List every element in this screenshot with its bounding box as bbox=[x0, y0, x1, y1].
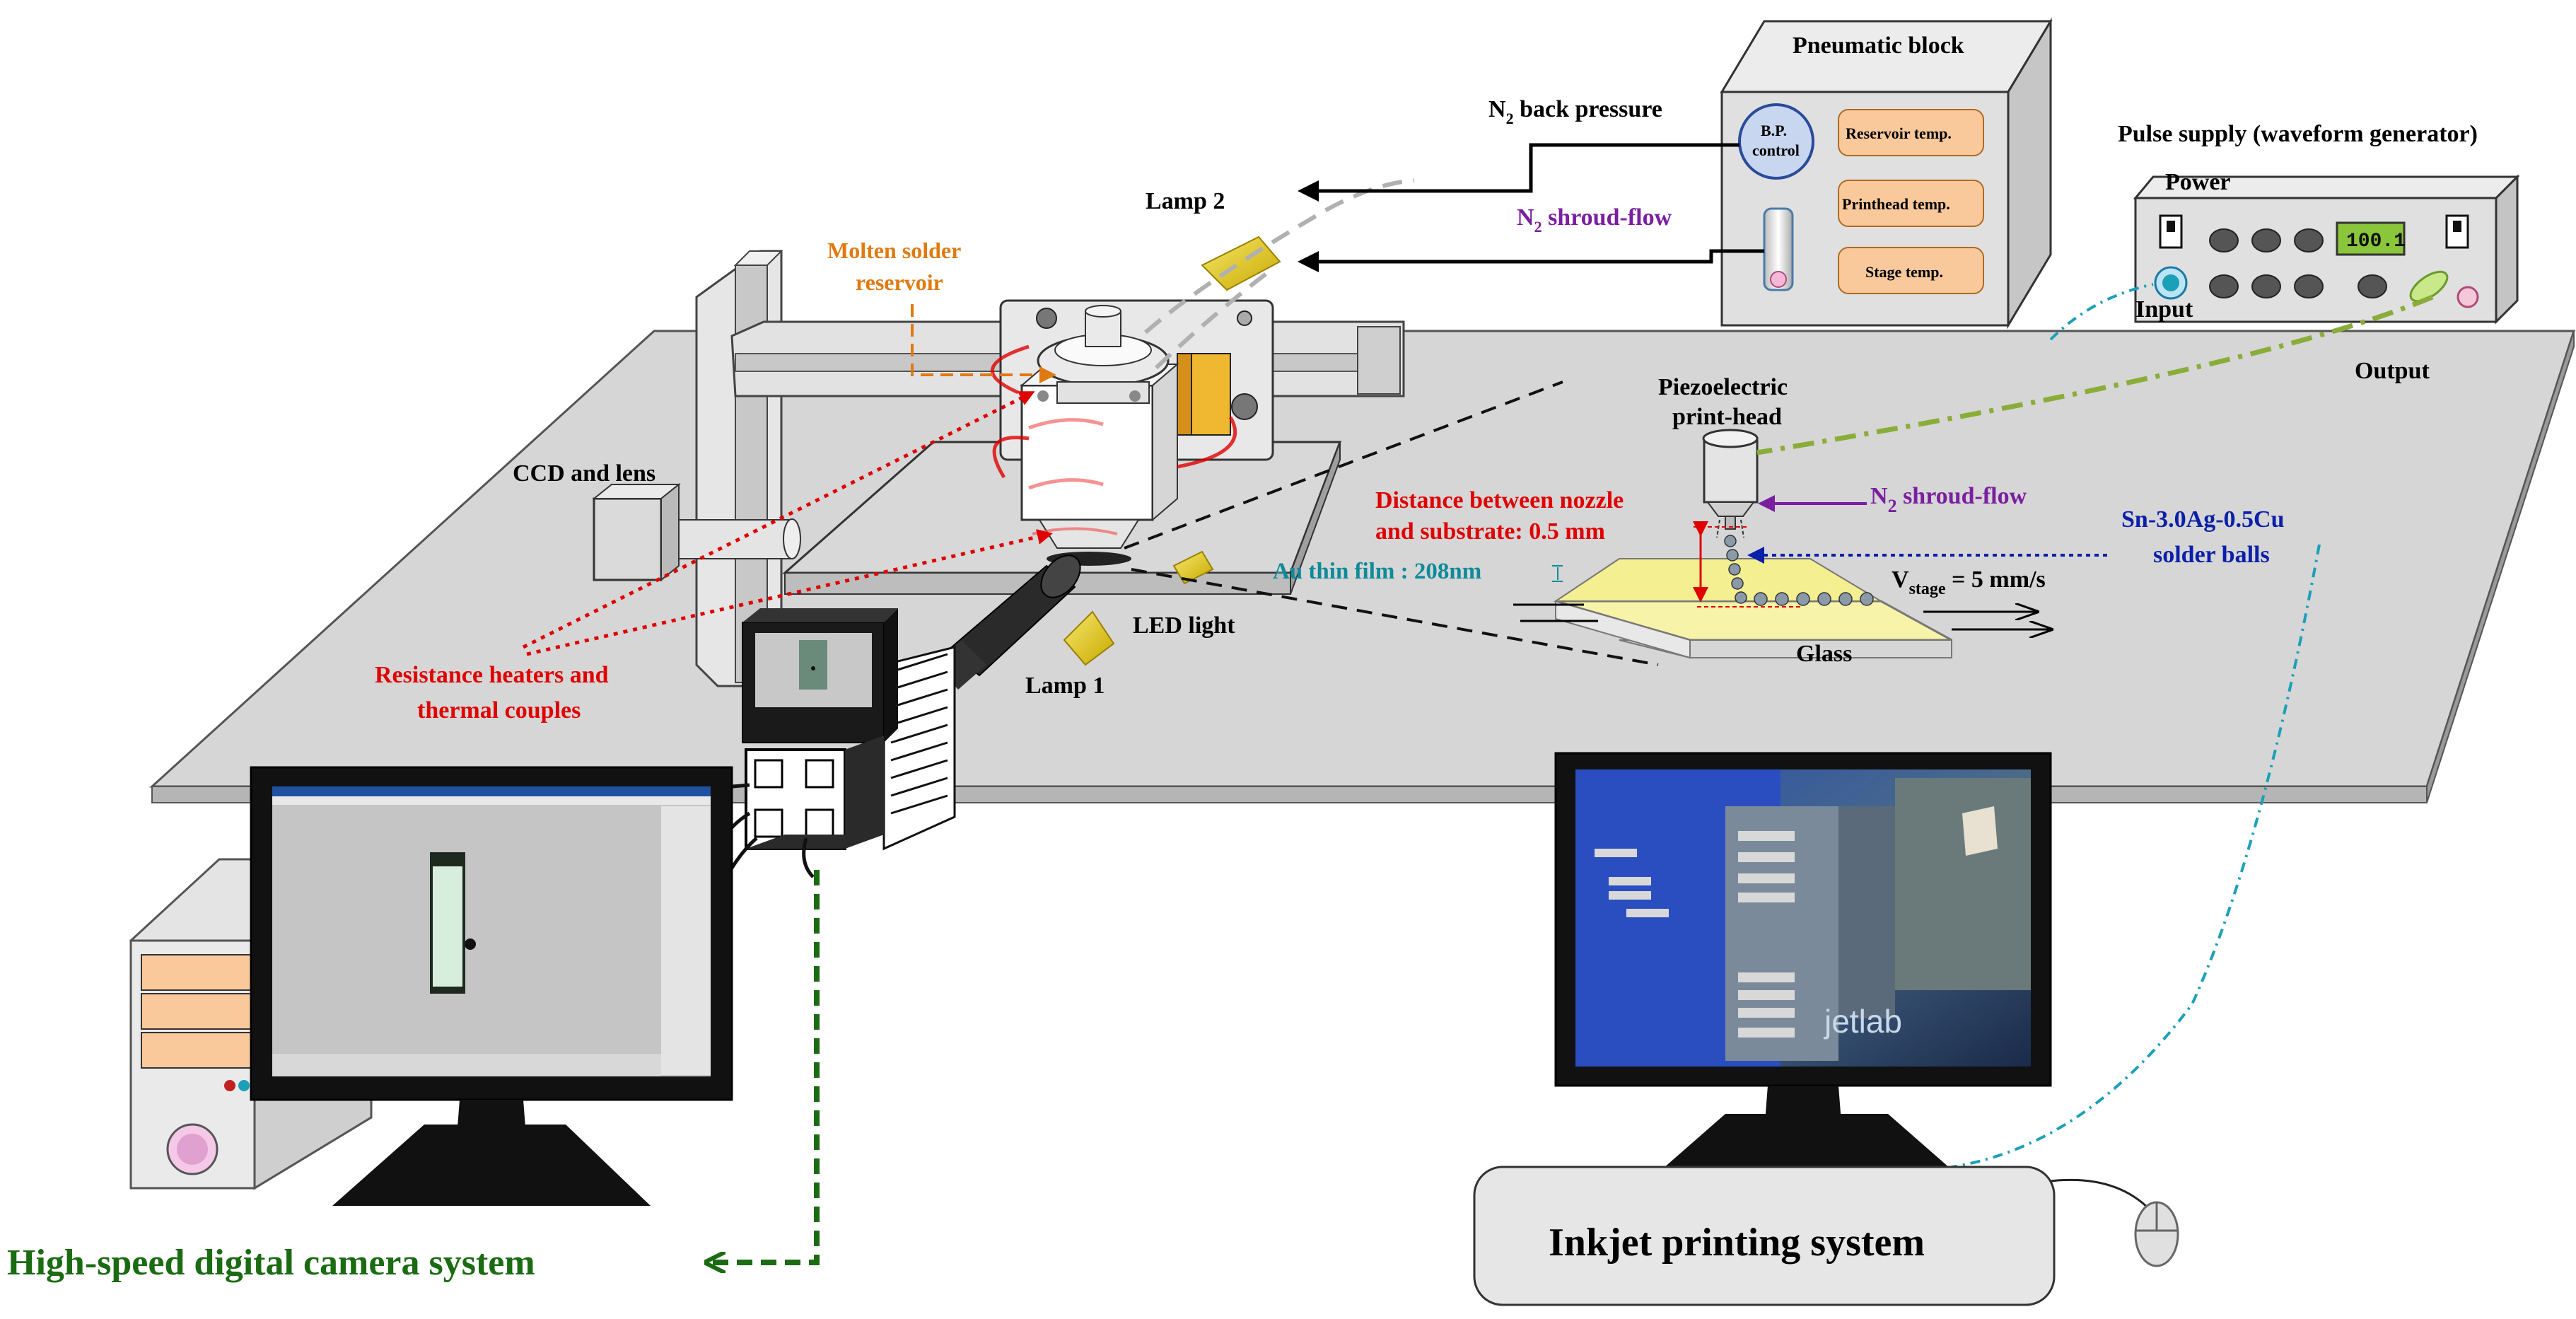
solder-balls-label: Sn-3.0Ag-0.5Cu bbox=[2121, 506, 2284, 533]
output-label: Output bbox=[2355, 358, 2430, 384]
heater-pointer-lines bbox=[522, 390, 1053, 656]
molten-solder-leader bbox=[911, 304, 1056, 383]
vstage-label: Vstage = 5 mm/s bbox=[1892, 566, 2046, 598]
printhead-temp-label: Printhead temp. bbox=[1842, 195, 1950, 213]
bp-control-label-2: control bbox=[1752, 141, 1800, 159]
lamp2-label: Lamp 2 bbox=[1146, 188, 1225, 214]
glass-label: Glass bbox=[1796, 641, 1852, 667]
inkjet-monitor bbox=[1554, 752, 2052, 1188]
pneumatic-block bbox=[1720, 17, 2053, 330]
svg-text:N2 shroud-flow: N2 shroud-flow bbox=[1517, 204, 1672, 236]
printhead-assembly bbox=[990, 299, 1274, 566]
reservoir-temp-label: Reservoir temp. bbox=[1846, 124, 1952, 142]
pulse-supply-label: Pulse supply (waveform generator) bbox=[2118, 121, 2478, 147]
mouse-icon bbox=[2134, 1201, 2179, 1267]
solder-balls-label-2: solder balls bbox=[2153, 542, 2270, 568]
power-label: Power bbox=[2165, 169, 2231, 195]
heaters-label-2: thermal couples bbox=[417, 697, 581, 724]
piezo-label: Piezoelectric bbox=[1658, 374, 1788, 400]
heaters-label: Resistance heaters and bbox=[375, 662, 609, 688]
molten-solder-label-2: reservoir bbox=[856, 269, 943, 295]
camera-system-pointer bbox=[707, 870, 820, 1262]
high-speed-camera-label: High-speed digital camera system bbox=[7, 1243, 535, 1283]
bp-control-label: B.P. bbox=[1761, 122, 1787, 139]
distance-label-2: and substrate: 0.5 mm bbox=[1375, 518, 1605, 545]
signal-line-output bbox=[1756, 294, 2434, 455]
lamp-2 bbox=[1144, 178, 1415, 370]
inkjet-base bbox=[1473, 1166, 2151, 1306]
display-value: 100.1 bbox=[2346, 231, 2406, 252]
inkjet-system-label: Inkjet printing system bbox=[1549, 1221, 1925, 1265]
pulse-supply bbox=[2133, 174, 2520, 325]
led-light-label: LED light bbox=[1133, 612, 1235, 639]
input-label: Input bbox=[2135, 296, 2193, 323]
stage-temp-label: Stage temp. bbox=[1865, 263, 1943, 281]
molten-solder-label: Molten solder bbox=[827, 238, 961, 263]
glass-substrate bbox=[1513, 558, 2051, 659]
svg-text:Vstage = 5 mm/s: Vstage = 5 mm/s bbox=[1892, 566, 2046, 598]
svg-text:N2 shroud-flow: N2 shroud-flow bbox=[1870, 483, 2027, 516]
lamp-1 bbox=[1063, 610, 1115, 666]
pneumatic-block-label: Pneumatic block bbox=[1793, 33, 1964, 59]
signal-line-input bbox=[1951, 283, 2321, 1168]
piezo-printhead-detail bbox=[1552, 429, 1874, 608]
pneumatic-arrows bbox=[1315, 143, 1764, 264]
n2-back-pressure-label: N2 back pressure bbox=[1488, 96, 1662, 127]
arrowhead-shroud bbox=[1298, 251, 1319, 272]
au-film-label: Au thin film : 208nm bbox=[1273, 559, 1481, 584]
dashed-zoom-lines bbox=[1124, 380, 1659, 666]
camera-monitor bbox=[250, 766, 733, 1206]
led-light bbox=[1172, 550, 1214, 585]
piezo-label-2: print-head bbox=[1672, 404, 1782, 430]
ccd-camera-left bbox=[592, 482, 801, 582]
arrowhead-back-pressure bbox=[1298, 180, 1319, 202]
jetlab-logo-text: jetlab bbox=[1823, 1003, 1902, 1040]
n2-shroud-flow-top-label: N2 shroud-flow bbox=[1517, 204, 1672, 236]
gantry-frame bbox=[695, 250, 1405, 687]
distance-label: Distance between nozzle bbox=[1375, 487, 1624, 513]
n2-shroud-flow-mid-label: N2 shroud-flow bbox=[1870, 483, 2027, 516]
svg-text:N2 back pressure: N2 back pressure bbox=[1488, 96, 1662, 127]
ccd-lens-label: CCD and lens bbox=[513, 460, 655, 487]
lamp1-label: Lamp 1 bbox=[1025, 673, 1105, 699]
